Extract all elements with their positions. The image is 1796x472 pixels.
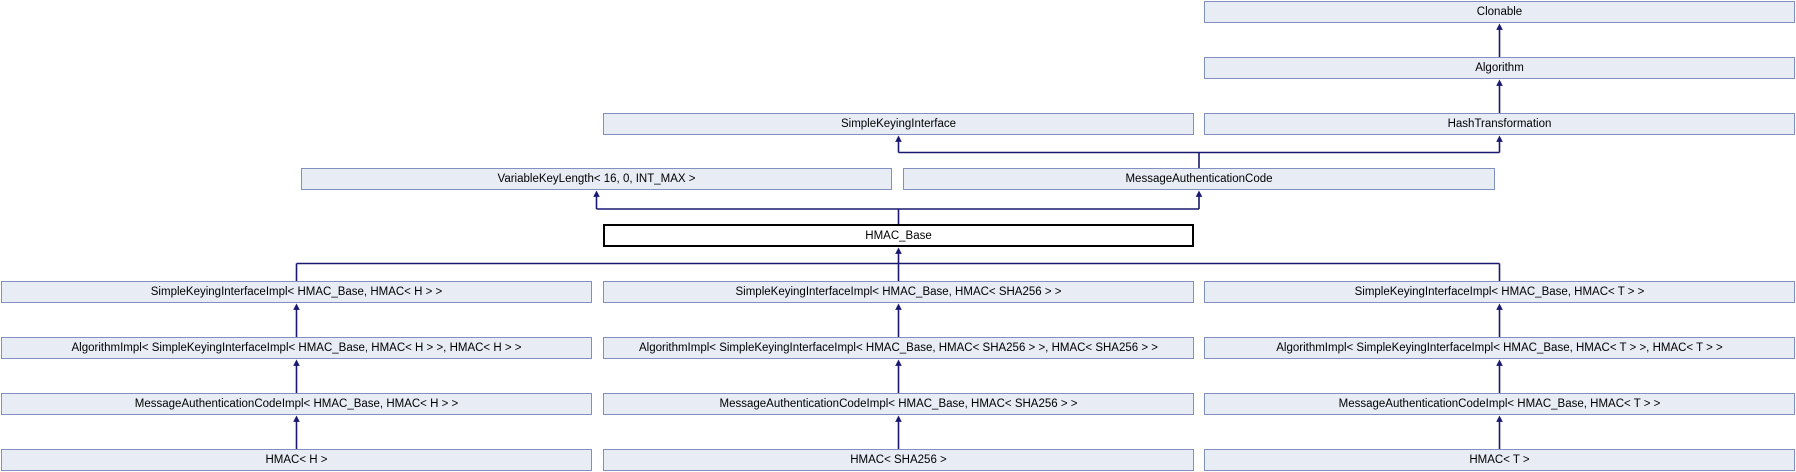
node-algorithm[interactable]: Algorithm bbox=[1204, 57, 1795, 79]
node-clonable[interactable]: Clonable bbox=[1204, 1, 1795, 23]
node-hmac-h[interactable]: HMAC< H > bbox=[1, 449, 592, 471]
node-message-authentication-code[interactable]: MessageAuthenticationCode bbox=[903, 168, 1495, 190]
node-hmac-base: HMAC_Base bbox=[603, 224, 1194, 247]
node-mac-impl-h[interactable]: MessageAuthenticationCodeImpl< HMAC_Base… bbox=[1, 393, 592, 415]
node-simple-keying-interface[interactable]: SimpleKeyingInterface bbox=[603, 113, 1194, 135]
node-skii-sha256[interactable]: SimpleKeyingInterfaceImpl< HMAC_Base, HM… bbox=[603, 281, 1194, 303]
node-algorithm-impl-t[interactable]: AlgorithmImpl< SimpleKeyingInterfaceImpl… bbox=[1204, 337, 1795, 359]
node-algorithm-impl-h[interactable]: AlgorithmImpl< SimpleKeyingInterfaceImpl… bbox=[1, 337, 592, 359]
node-mac-impl-sha256[interactable]: MessageAuthenticationCodeImpl< HMAC_Base… bbox=[603, 393, 1194, 415]
node-hash-transformation[interactable]: HashTransformation bbox=[1204, 113, 1795, 135]
node-skii-h[interactable]: SimpleKeyingInterfaceImpl< HMAC_Base, HM… bbox=[1, 281, 592, 303]
node-variable-key-length[interactable]: VariableKeyLength< 16, 0, INT_MAX > bbox=[301, 168, 892, 190]
node-skii-t[interactable]: SimpleKeyingInterfaceImpl< HMAC_Base, HM… bbox=[1204, 281, 1795, 303]
node-hmac-sha256[interactable]: HMAC< SHA256 > bbox=[603, 449, 1194, 471]
node-algorithm-impl-sha256[interactable]: AlgorithmImpl< SimpleKeyingInterfaceImpl… bbox=[603, 337, 1194, 359]
node-hmac-t[interactable]: HMAC< T > bbox=[1204, 449, 1795, 471]
node-mac-impl-t[interactable]: MessageAuthenticationCodeImpl< HMAC_Base… bbox=[1204, 393, 1795, 415]
